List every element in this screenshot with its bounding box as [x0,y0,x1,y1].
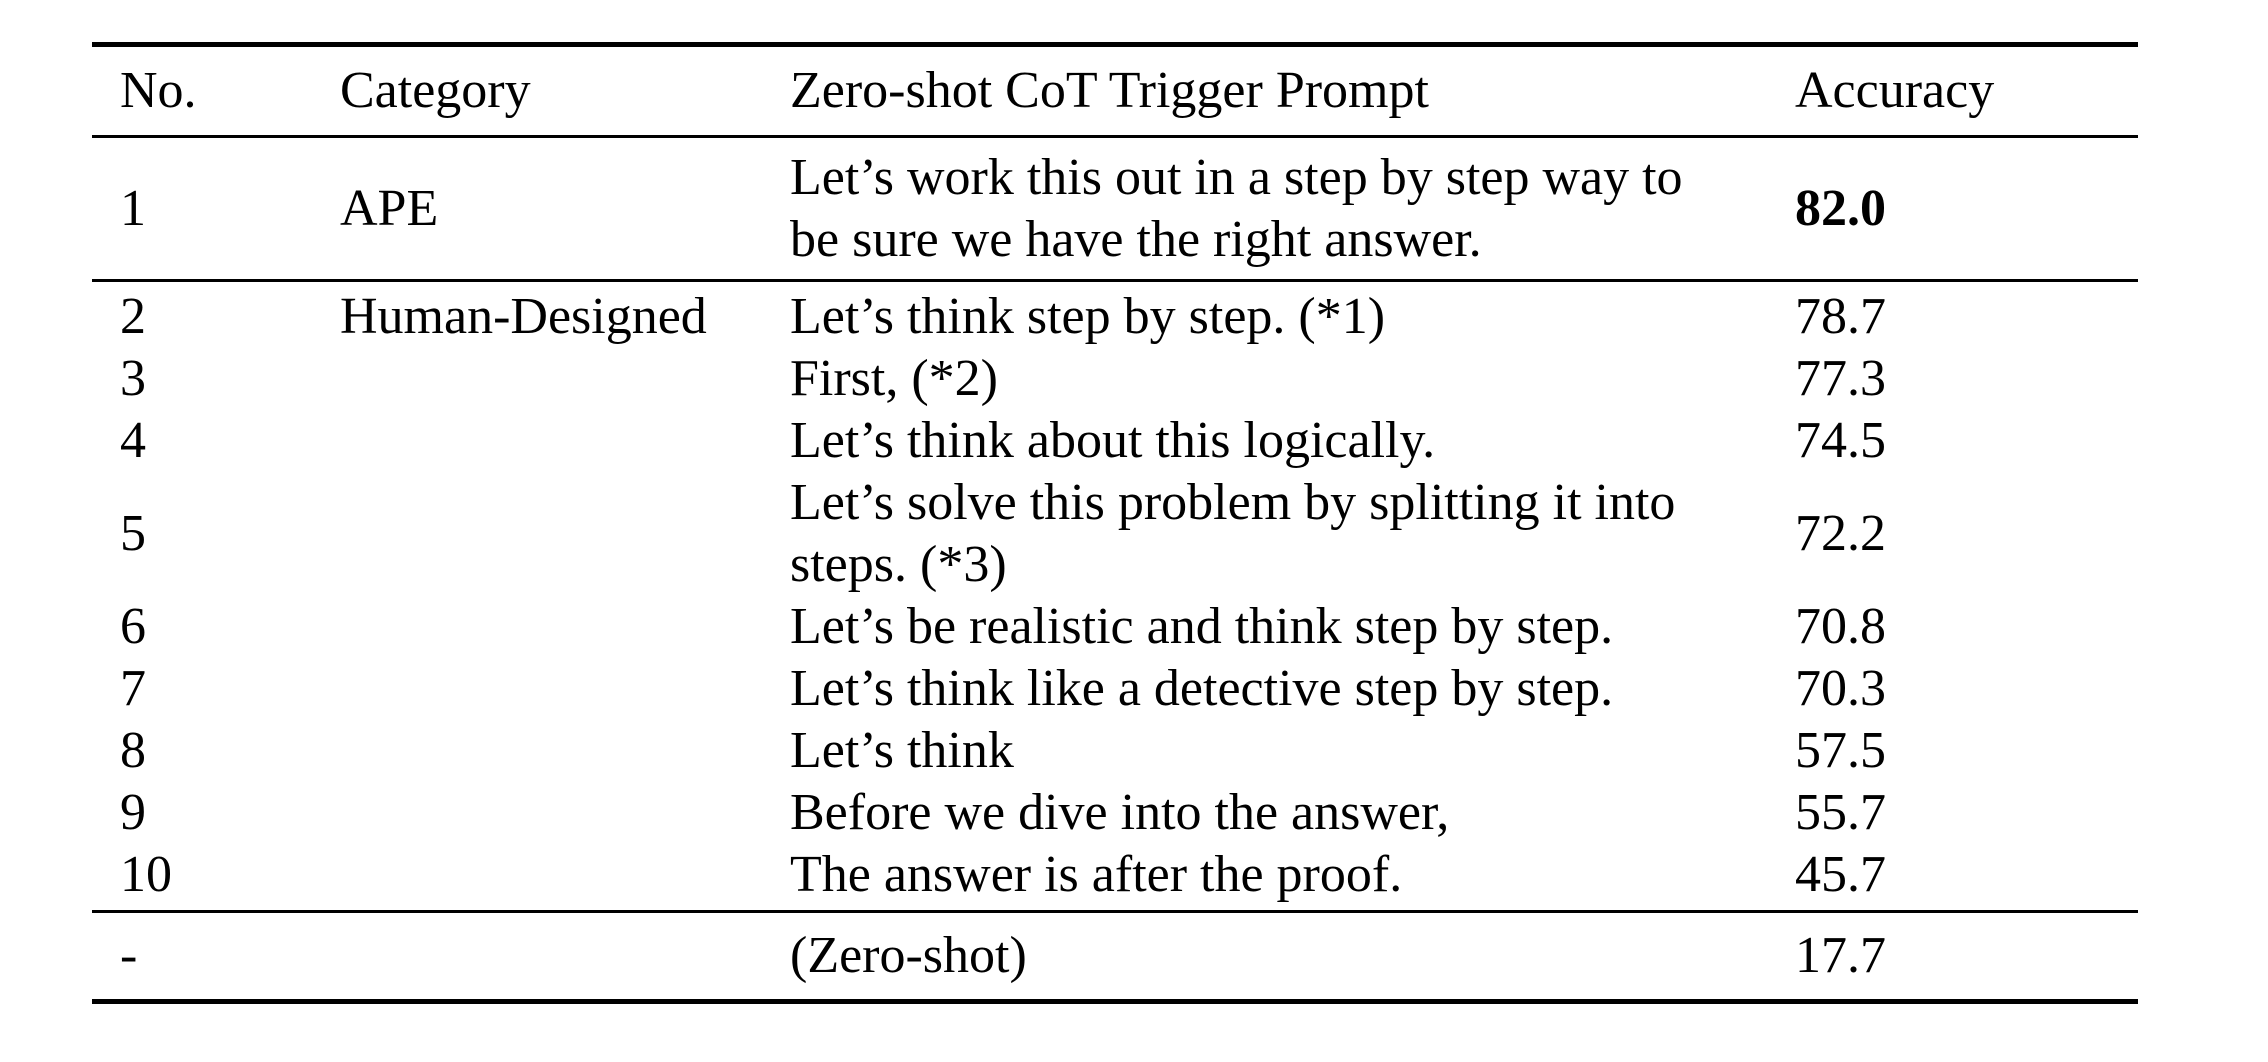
cell-no: 5 [120,505,146,562]
cell-prompt: The answer is after the proof. [790,846,1403,903]
column-header-category: Category [340,62,531,119]
table-row: 2 Human-Designed Let’s think step by ste… [92,281,2138,349]
cell-accuracy: 17.7 [1795,927,1886,984]
cell-accuracy: 57.5 [1795,722,1886,779]
cell-category [312,720,762,782]
table-row: 6 Let’s be realistic and think step by s… [92,596,2138,658]
cell-accuracy: 72.2 [1795,505,1886,562]
cell-accuracy: 77.3 [1795,350,1886,407]
table-row: 4 Let’s think about this logically. 74.5 [92,410,2138,472]
cell-accuracy: 45.7 [1795,846,1886,903]
cell-category [312,596,762,658]
cell-accuracy: 74.5 [1795,412,1886,469]
cell-no: 7 [120,660,146,717]
cell-no: 8 [120,722,146,779]
cell-prompt: Let’s be realistic and think step by ste… [790,598,1614,655]
table-row: 10 The answer is after the proof. 45.7 [92,844,2138,912]
cell-accuracy: 70.8 [1795,598,1886,655]
column-header-no: No. [120,62,197,119]
cell-category [312,844,762,912]
cell-accuracy: 78.7 [1795,288,1886,345]
table-row: 8 Let’s think 57.5 [92,720,2138,782]
cell-no: 1 [120,180,146,237]
column-header-prompt: Zero-shot CoT Trigger Prompt [790,62,1429,119]
table-row-zeroshot: - (Zero-shot) 17.7 [92,912,2138,1002]
table-row: 9 Before we dive into the answer, 55.7 [92,782,2138,844]
cell-prompt: Let’s think about this logically. [790,412,1436,469]
cell-prompt: Let’s think step by step. (*1) [790,288,1386,345]
cell-no: 10 [120,846,172,903]
header-row: No. Category Zero-shot CoT Trigger Promp… [92,45,2138,137]
cell-prompt: Let’s think [790,722,1014,779]
cell-category: APE [340,180,439,237]
cell-no: 6 [120,598,146,655]
cell-prompt: (Zero-shot) [790,927,1027,984]
cell-prompt: Let’s solve this problem by splitting it… [790,474,1676,593]
cell-no: - [120,927,138,984]
cell-prompt: First, (*2) [790,350,998,407]
cell-category [312,912,762,1002]
table-row: 3 First, (*2) 77.3 [92,348,2138,410]
table-row-ape: 1 APE Let’s work this out in a step by s… [92,137,2138,281]
cell-category [312,410,762,472]
cell-accuracy: 82.0 [1795,180,1886,237]
column-header-accuracy: Accuracy [1795,62,1995,119]
cell-accuracy: 55.7 [1795,784,1886,841]
cell-no: 3 [120,350,146,407]
cell-category [312,348,762,410]
cell-category [312,472,762,596]
cell-category [312,782,762,844]
cell-no: 4 [120,412,146,469]
cell-no: 2 [120,288,146,345]
cot-trigger-prompt-table: No. Category Zero-shot CoT Trigger Promp… [92,42,2138,1004]
table-row: 5 Let’s solve this problem by splitting … [92,472,2138,596]
cell-category [312,658,762,720]
cell-prompt: Let’s think like a detective step by ste… [790,660,1614,717]
cell-accuracy: 70.3 [1795,660,1886,717]
cell-prompt: Let’s work this out in a step by step wa… [790,149,1683,268]
cell-no: 9 [120,784,146,841]
cell-category: Human-Designed [340,288,707,345]
table-row: 7 Let’s think like a detective step by s… [92,658,2138,720]
cell-prompt: Before we dive into the answer, [790,784,1450,841]
